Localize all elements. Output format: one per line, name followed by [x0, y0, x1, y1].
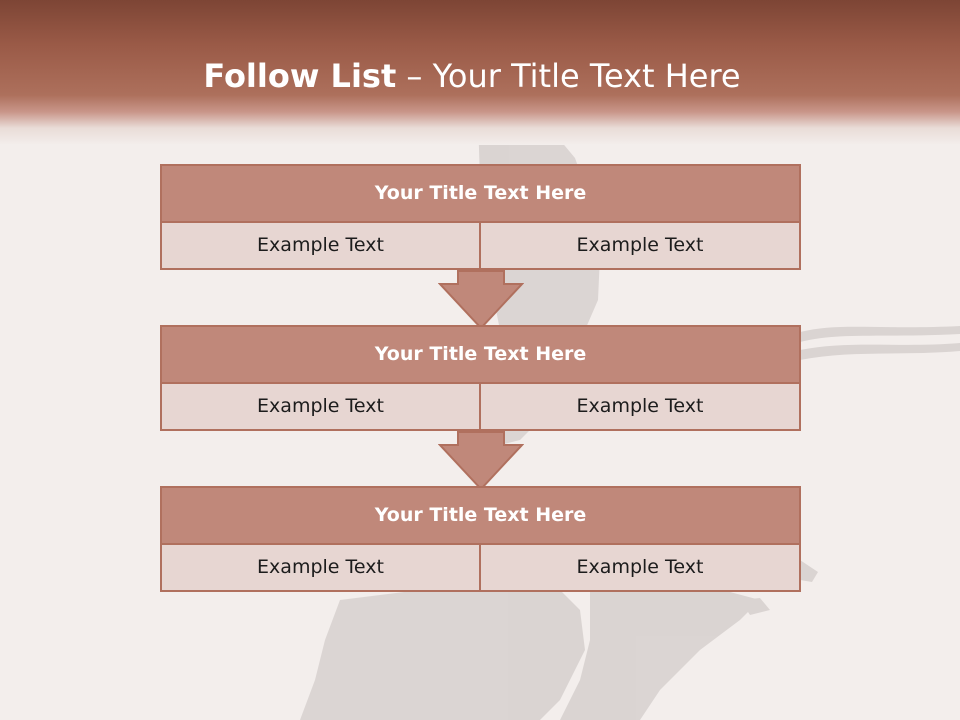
step-cell-left: Example Text: [162, 545, 479, 590]
step-cell-right: Example Text: [481, 384, 799, 429]
step-box-2: Your Title Text Here Example Text Exampl…: [160, 325, 801, 431]
slide-title-bold: Follow List: [203, 57, 397, 95]
slide-title: Follow List – Your Title Text Here: [0, 54, 944, 98]
header-band: [0, 0, 960, 145]
step-box-1: Your Title Text Here Example Text Exampl…: [160, 164, 801, 270]
step-cell-left: Example Text: [162, 384, 479, 429]
slide-title-rest: – Your Title Text Here: [396, 57, 741, 95]
step-title: Your Title Text Here: [162, 488, 799, 543]
down-arrow-icon: [438, 270, 524, 330]
down-arrow-icon: [438, 431, 524, 491]
step-cell-right: Example Text: [481, 223, 799, 268]
step-box-3: Your Title Text Here Example Text Exampl…: [160, 486, 801, 592]
step-cell-left: Example Text: [162, 223, 479, 268]
step-title: Your Title Text Here: [162, 327, 799, 382]
step-cell-right: Example Text: [481, 545, 799, 590]
step-title: Your Title Text Here: [162, 166, 799, 221]
